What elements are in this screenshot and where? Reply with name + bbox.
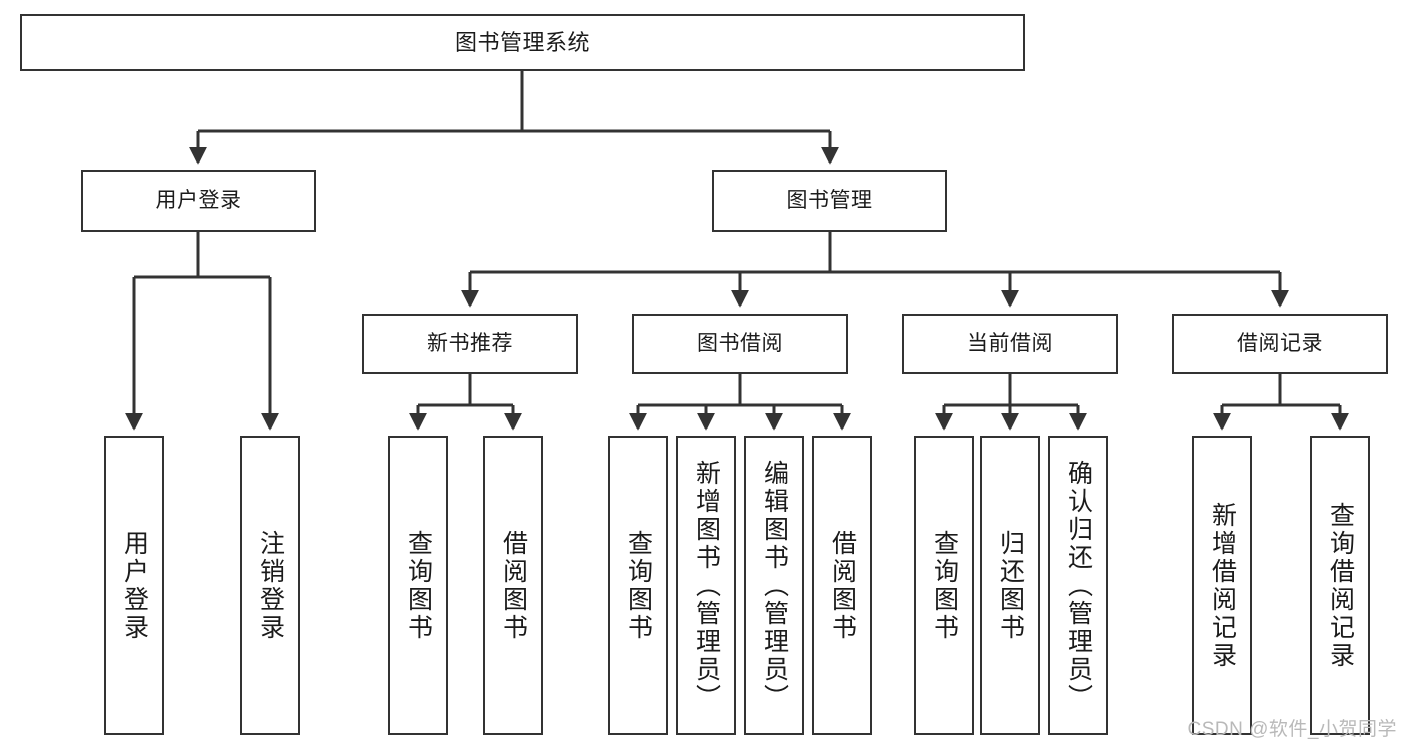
node-leaf-label: 借阅图书 <box>828 529 857 642</box>
node-root-label: 图书管理系统 <box>454 29 590 55</box>
node-new-book-recommend[interactable]: 新书推荐 <box>362 314 578 374</box>
node-leaf-label: 查询图书 <box>404 529 433 642</box>
node-leaf[interactable]: 新增图书（管理员） <box>676 436 736 735</box>
node-new-book-recommend-label: 新书推荐 <box>427 331 513 355</box>
node-leaf-label: 查询图书 <box>930 529 959 642</box>
node-user-login-label: 用户登录 <box>155 188 242 212</box>
node-leaf[interactable]: 查询图书 <box>608 436 668 735</box>
node-leaf[interactable]: 查询借阅记录 <box>1310 436 1370 735</box>
node-borrow-record-label: 借阅记录 <box>1237 331 1323 355</box>
node-current-borrow[interactable]: 当前借阅 <box>902 314 1118 374</box>
node-leaf[interactable]: 查询图书 <box>388 436 448 735</box>
node-book-management-label: 图书管理 <box>786 188 873 212</box>
node-leaf[interactable]: 借阅图书 <box>483 436 543 735</box>
node-leaf-label: 查询图书 <box>624 529 653 642</box>
node-book-management[interactable]: 图书管理 <box>712 170 947 232</box>
node-leaf[interactable]: 归还图书 <box>980 436 1040 735</box>
node-leaf-label: 用户登录 <box>120 529 149 642</box>
node-root[interactable]: 图书管理系统 <box>20 14 1025 71</box>
node-leaf[interactable]: 确认归还（管理员） <box>1048 436 1108 735</box>
node-leaf[interactable]: 借阅图书 <box>812 436 872 735</box>
node-leaf-label: 查询借阅记录 <box>1326 501 1355 670</box>
node-leaf-label: 归还图书 <box>996 529 1025 642</box>
node-leaf-label: 编辑图书（管理员） <box>760 459 789 712</box>
node-borrow-record[interactable]: 借阅记录 <box>1172 314 1388 374</box>
node-leaf-label: 借阅图书 <box>499 529 528 642</box>
node-leaf-label: 注销登录 <box>256 529 285 642</box>
node-book-borrow-label: 图书借阅 <box>697 331 783 355</box>
node-book-borrow[interactable]: 图书借阅 <box>632 314 848 374</box>
node-user-login[interactable]: 用户登录 <box>81 170 316 232</box>
node-leaf-label: 新增图书（管理员） <box>692 459 721 712</box>
watermark: CSDN @软件_小贺同学 <box>1187 719 1397 740</box>
node-leaf[interactable]: 注销登录 <box>240 436 300 735</box>
node-leaf[interactable]: 查询图书 <box>914 436 974 735</box>
node-leaf-label: 确认归还（管理员） <box>1064 459 1093 712</box>
node-leaf[interactable]: 新增借阅记录 <box>1192 436 1252 735</box>
node-current-borrow-label: 当前借阅 <box>967 331 1053 355</box>
node-leaf[interactable]: 用户登录 <box>104 436 164 735</box>
node-leaf[interactable]: 编辑图书（管理员） <box>744 436 804 735</box>
node-leaf-label: 新增借阅记录 <box>1208 501 1237 670</box>
